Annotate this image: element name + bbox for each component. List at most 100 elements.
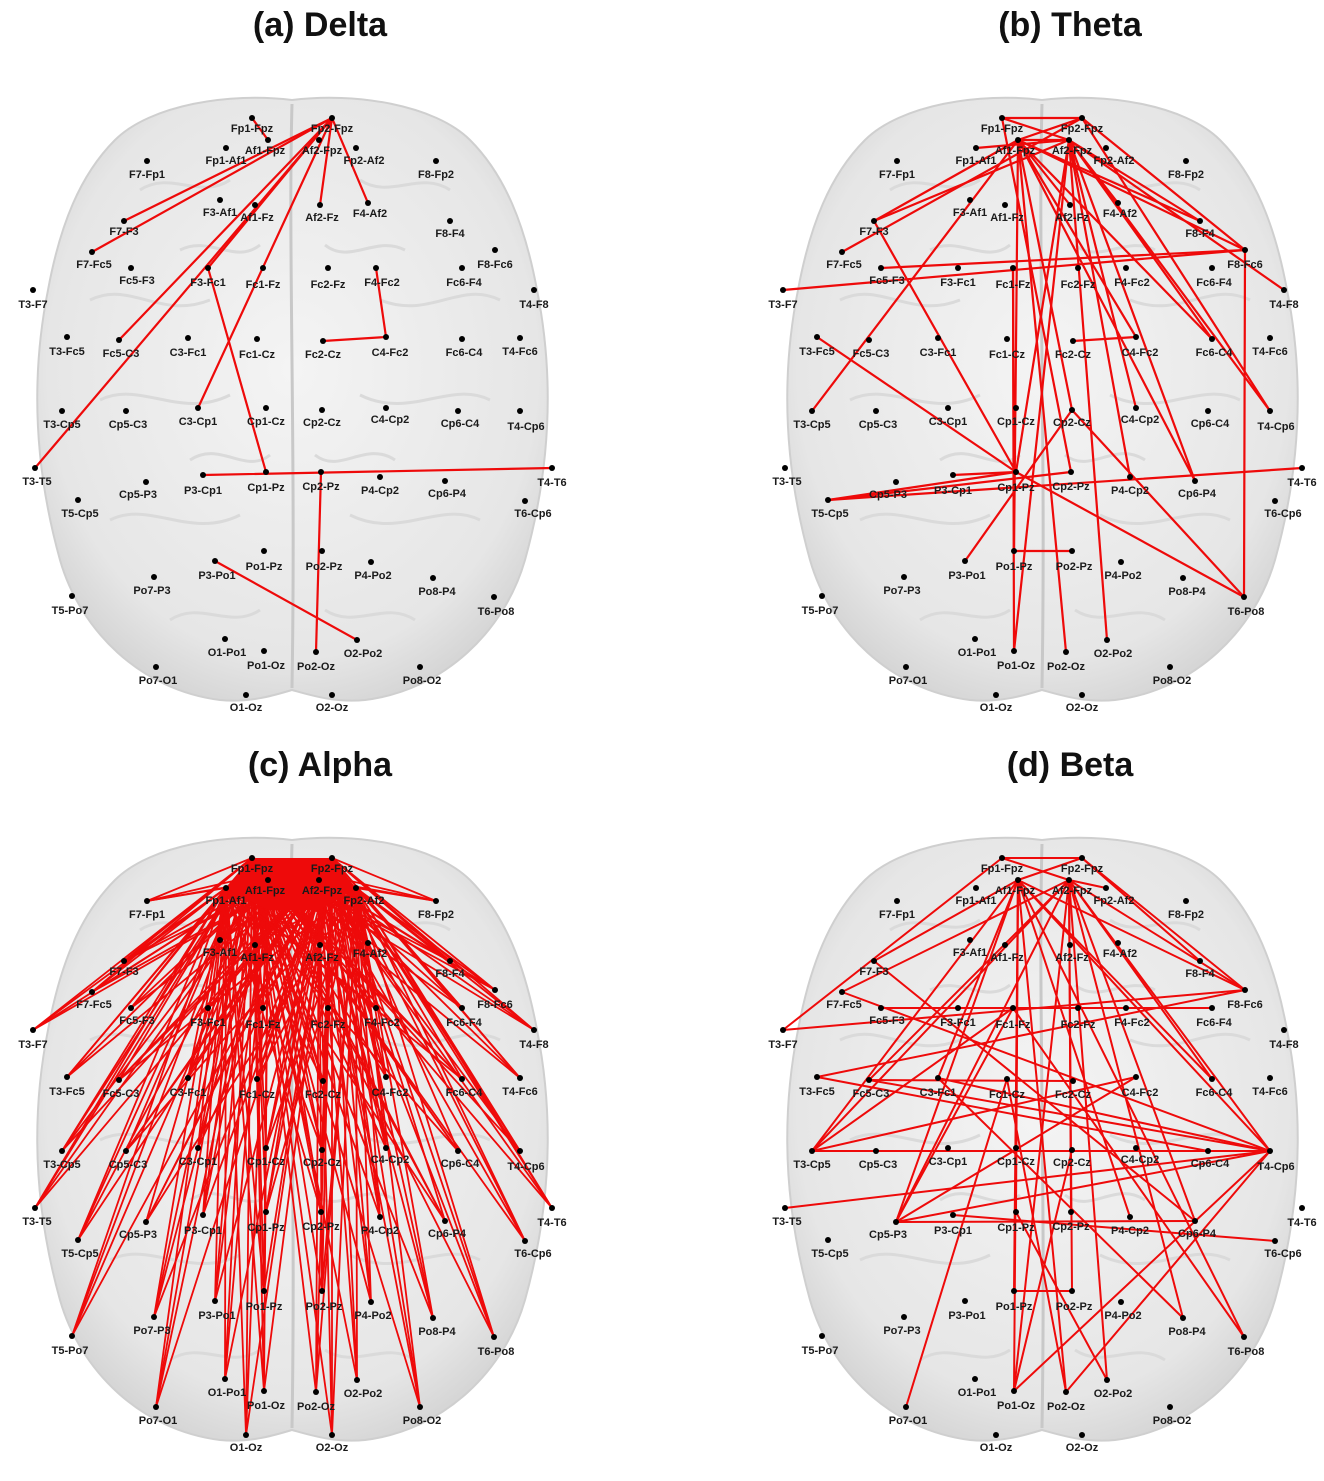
electrode-node <box>383 405 389 411</box>
electrode-node <box>873 408 879 414</box>
electrode-label: Af2-Fpz <box>1052 885 1093 897</box>
electrode-label: O2-Oz <box>316 702 349 714</box>
electrode-node <box>1079 692 1085 698</box>
electrode-label: Cp6-C4 <box>441 418 480 430</box>
electrode-node <box>1079 1432 1085 1438</box>
electrode-label: Af1-Fpz <box>995 145 1036 157</box>
electrode-node <box>1103 145 1109 151</box>
electrode-node <box>1067 202 1073 208</box>
electrode-label: O2-Oz <box>1066 1442 1099 1454</box>
electrode-node <box>1002 202 1008 208</box>
electrode-label: C3-Fc1 <box>170 1087 207 1099</box>
gyrus-fold <box>1074 1348 1166 1362</box>
gyrus-fold <box>939 452 1021 463</box>
electrode-node <box>121 958 127 964</box>
connection-edge <box>265 887 357 1213</box>
electrode-node <box>935 335 941 341</box>
electrode-label: P3-Cp1 <box>184 1225 222 1237</box>
connection-edge <box>213 559 359 642</box>
connection-edge <box>267 879 322 1213</box>
electrode-node <box>329 1432 335 1438</box>
connection-edge <box>321 335 388 343</box>
electrode-node <box>383 1074 389 1080</box>
electrode-node <box>261 1388 267 1394</box>
connection-edge <box>1016 138 1074 412</box>
connection-edge <box>1067 138 1138 410</box>
electrode-node <box>261 1288 267 1294</box>
electrode-node <box>116 337 122 343</box>
electrode-label: T3-T5 <box>772 476 801 488</box>
gyrus-fold <box>89 292 211 308</box>
electrode-node <box>329 692 335 698</box>
electrode-label: Fc2-Fz <box>1061 1019 1096 1031</box>
electrode-label: Cp6-P4 <box>1178 1228 1217 1240</box>
connection-edge <box>1017 879 1213 1080</box>
connection-edge <box>895 1220 1196 1223</box>
electrode-node <box>252 202 258 208</box>
electrode-label: P3-Po1 <box>198 1310 235 1322</box>
electrode-label: T3-T5 <box>22 476 51 488</box>
electrode-node <box>144 898 150 904</box>
gyrus-fold <box>1129 292 1251 308</box>
electrode-node <box>260 265 266 271</box>
connection-edge <box>318 879 521 1079</box>
electrode-node <box>1123 1005 1129 1011</box>
electrode-node <box>1209 1076 1215 1082</box>
electrode-label: Fp1-Af1 <box>206 895 247 907</box>
electrode-label: F4-Fc2 <box>1114 277 1149 289</box>
electrode-node <box>368 1299 374 1305</box>
connection-edge <box>937 879 1019 1079</box>
electrode-label: Cp1-Cz <box>997 1156 1035 1168</box>
connection-edge <box>1070 408 1246 599</box>
electrode-label: O1-Po1 <box>958 647 997 659</box>
electrode-label: Po2-Oz <box>1047 1401 1085 1413</box>
electrode-label: Af1-Fpz <box>245 885 286 897</box>
gyrus-fold <box>889 918 981 932</box>
electrode-node <box>1103 885 1109 891</box>
connection-edge <box>1000 116 1073 474</box>
electrode-label: P4-Po2 <box>354 570 391 582</box>
electrode-label: Af2-Fz <box>305 952 339 964</box>
electrode-node <box>950 472 956 478</box>
electrode-node <box>1167 664 1173 670</box>
electrode-node <box>313 1389 319 1395</box>
electrode-node <box>116 1077 122 1083</box>
electrode-label: Cp6-C4 <box>441 1158 480 1170</box>
electrode-node <box>354 637 360 643</box>
connection-edge <box>895 1150 1271 1223</box>
electrode-node <box>973 145 979 151</box>
electrode-label: O2-Oz <box>316 1442 349 1454</box>
electrode-label: F3-Af1 <box>203 947 237 959</box>
electrode-node <box>200 1212 206 1218</box>
electrode-label: F4-Fc2 <box>364 1017 399 1029</box>
electrode-label: O2-Po2 <box>1094 1388 1133 1400</box>
electrode-node <box>325 265 331 271</box>
connection-edge <box>937 1077 1271 1152</box>
connection-edge <box>1068 879 1271 1152</box>
connection-edge <box>1067 138 1272 413</box>
gyrus-fold <box>859 1252 991 1265</box>
electrode-node <box>993 1432 999 1438</box>
electrode-label: Cp5-P3 <box>869 489 907 501</box>
connection-edge <box>355 887 521 1079</box>
electrode-label: Po7-O1 <box>889 1415 928 1427</box>
connection-edge <box>1001 857 1070 881</box>
electrode-node <box>1133 334 1139 340</box>
gyrus-fold <box>324 608 416 622</box>
connection-edge <box>1016 138 1214 341</box>
electrode-label: F4-Af2 <box>353 208 387 220</box>
electrode-label: T5-Cp5 <box>811 1248 848 1260</box>
electrode-node <box>1002 942 1008 948</box>
electrode-label: Af2-Fz <box>1055 952 1089 964</box>
gyrus-fold <box>349 512 481 525</box>
connection-edge <box>250 116 270 142</box>
connection-edge <box>32 857 253 1031</box>
connection-edge <box>1067 138 1109 642</box>
electrode-node <box>320 1078 326 1084</box>
connection-edge <box>873 960 1196 1222</box>
connection-group <box>782 857 1276 1408</box>
connection-edge <box>314 470 323 654</box>
electrode-label: T5-Cp5 <box>61 1248 98 1260</box>
electrode-node <box>1063 649 1069 655</box>
